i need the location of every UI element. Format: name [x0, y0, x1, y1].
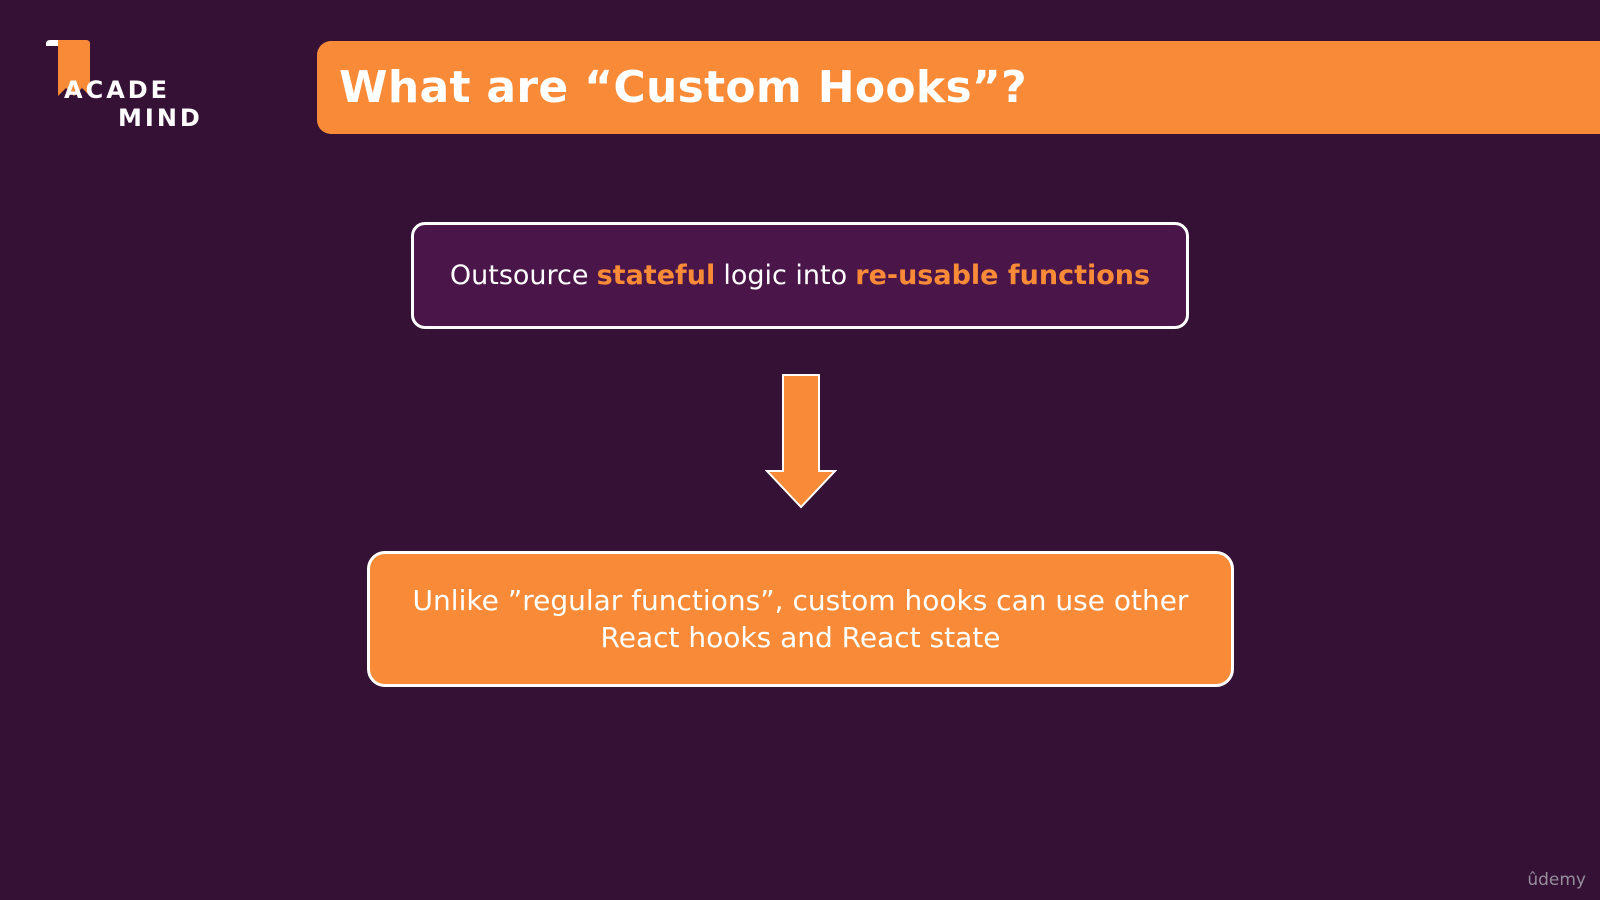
explanation-line-1: Unlike ”regular functions”, custom hooks…: [412, 584, 1189, 617]
logo-mark-icon: ACADE MIND: [46, 40, 203, 132]
page-title: What are “Custom Hooks”?: [339, 62, 1027, 113]
logo-line1: ACADE: [64, 76, 170, 104]
statement-box: Outsource stateful logic into re-usable …: [411, 222, 1189, 329]
statement-part-3: logic into: [723, 260, 848, 291]
explanation-line-2: React hooks and React state: [600, 621, 1001, 654]
down-arrow-icon: [764, 373, 838, 509]
statement-part-1: Outsource: [449, 260, 589, 291]
statement-highlight-stateful: stateful: [596, 260, 716, 291]
statement-highlight-reusable: re-usable functions: [855, 260, 1151, 291]
logo-line2: MIND: [118, 104, 203, 132]
academind-logo: ACADE MIND: [44, 38, 204, 133]
udemy-watermark: ûdemy: [1527, 870, 1586, 890]
title-banner: What are “Custom Hooks”?: [317, 41, 1600, 134]
explanation-box: Unlike ”regular functions”, custom hooks…: [367, 551, 1234, 687]
